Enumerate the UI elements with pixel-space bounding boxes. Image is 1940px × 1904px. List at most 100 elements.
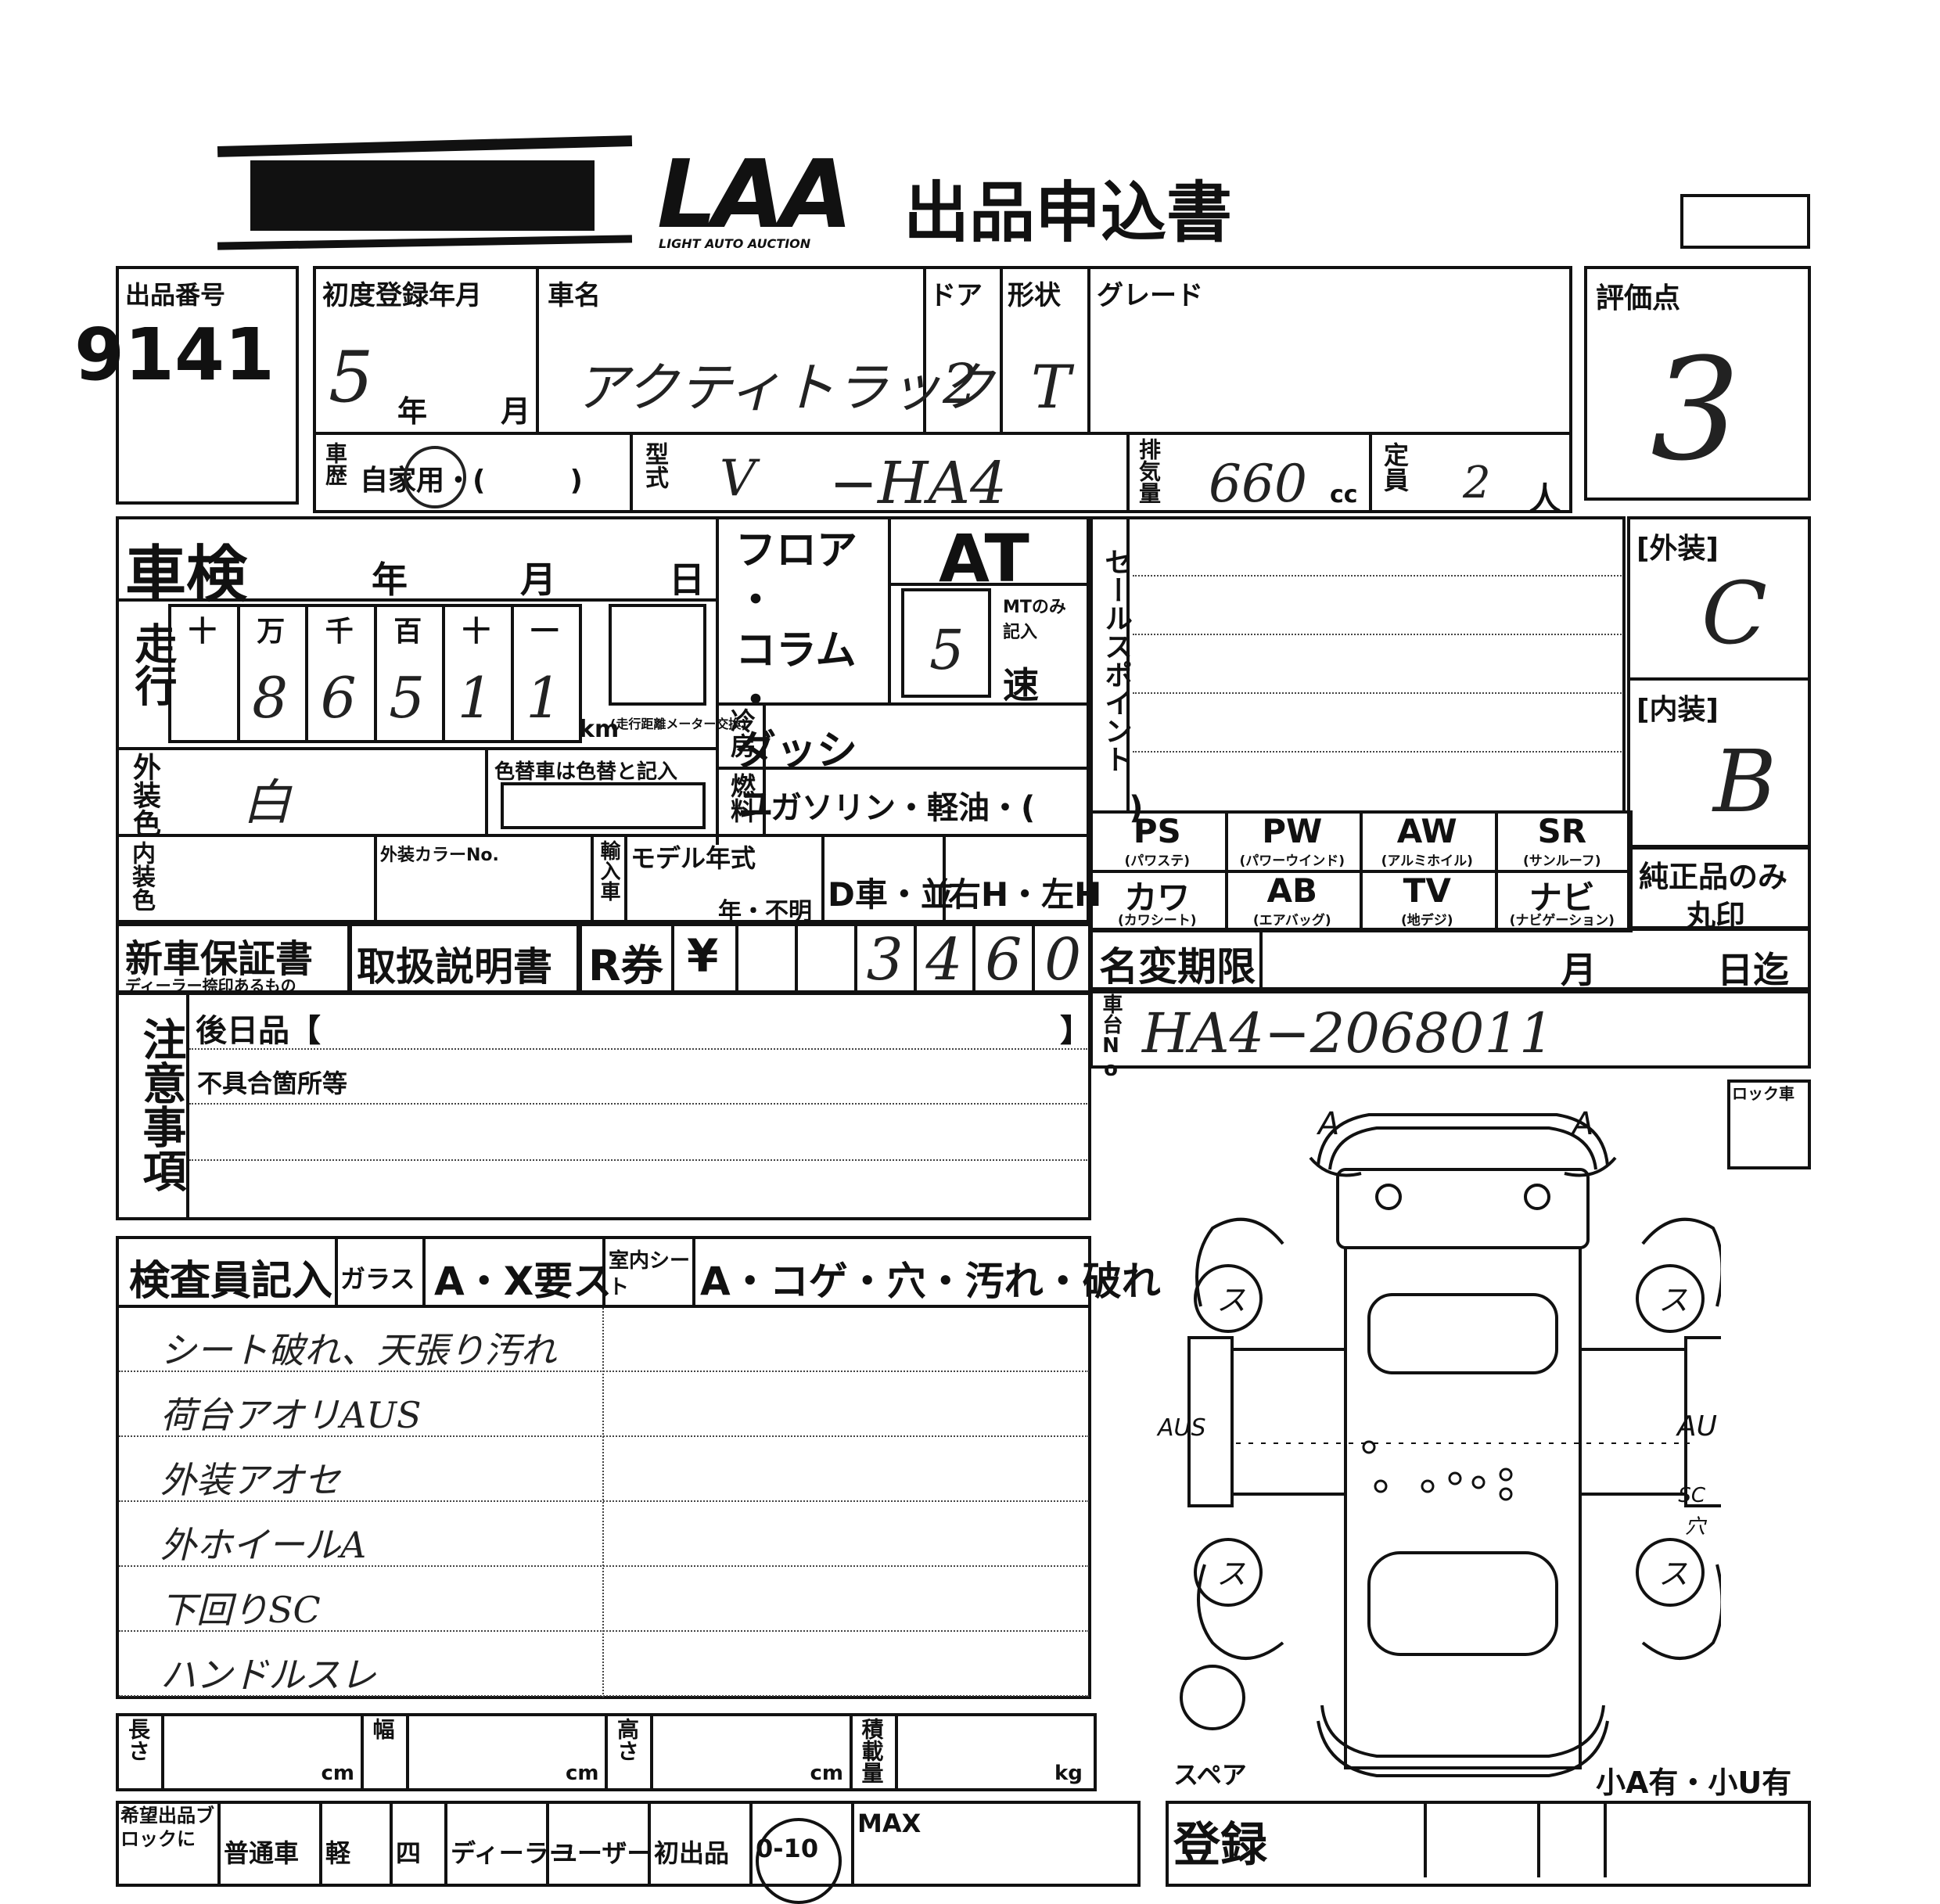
recycle-yen: ¥ <box>687 929 719 983</box>
model-label: 型式 <box>641 442 668 489</box>
equipment-grid: PS(パワステ)PW(パワーウインド)AW(アルミホイル)SR(サンルーフ)カワ… <box>1090 810 1633 932</box>
glass-options: A・X要ス <box>434 1259 613 1304</box>
door-value: 2 <box>943 352 978 416</box>
inspector-line <box>119 1435 1089 1437</box>
import-label: 輸入車 <box>597 840 620 901</box>
name-change-tsuki: 月 <box>1561 949 1597 991</box>
ext-color-value: 白 <box>242 774 292 831</box>
recycle-digit-divider <box>972 923 976 993</box>
lot-number: 9141 <box>74 313 275 397</box>
laa-logo-text: LAA <box>657 153 848 250</box>
first-reg-tsuki: 月 <box>501 394 531 429</box>
main-top-box <box>313 266 1572 513</box>
dimension-divider <box>894 1713 898 1791</box>
notes-line <box>189 1048 1087 1050</box>
equipment-code: SR <box>1537 812 1587 850</box>
bottom-cell-divider <box>851 1801 854 1887</box>
mileage-digit-label: 十 <box>188 616 217 648</box>
equipment-code: ナビ <box>1529 878 1595 917</box>
chassis-box <box>1090 990 1811 1069</box>
equipment-sub: (サンルーフ) <box>1522 853 1601 869</box>
handle-side: 右H・左H <box>948 875 1102 914</box>
interior-options: A・コゲ・穴・汚れ・破れ <box>700 1259 1161 1304</box>
notes-later-close: 】 <box>1060 1013 1091 1049</box>
sales-line <box>1133 575 1622 577</box>
dimension-label: 高さ <box>614 1718 640 1762</box>
laa-logo: LAA LIGHT AUTO AUCTION <box>657 153 853 251</box>
inspector-line <box>119 1630 1089 1632</box>
row-divider <box>116 834 1090 837</box>
recycle-digit: 6 <box>985 926 1022 993</box>
equipment-sub: (カワシート) <box>1117 913 1197 929</box>
ext-color-label: 外装色 <box>128 753 160 837</box>
inspector-col-line <box>602 1308 604 1697</box>
color-change-box <box>501 782 706 829</box>
equipment-code: カワ <box>1124 878 1191 917</box>
dimension-unit: cm <box>321 1762 355 1785</box>
car-name-label: 車名 <box>548 280 601 311</box>
equipment-sub: (エアバッグ) <box>1252 913 1331 929</box>
displacement-label: 排気量 <box>1136 438 1162 504</box>
col-divider <box>536 266 539 432</box>
shape-value: T <box>1031 352 1071 422</box>
mark-su-1: ス <box>1216 1283 1246 1317</box>
first-reg-year: 5 <box>329 336 374 419</box>
interior-grade-value: B <box>1713 731 1777 832</box>
header-rule-bottom <box>217 235 633 250</box>
score-box <box>1584 266 1811 501</box>
usage-label: 車歴 <box>322 442 348 486</box>
col-divider <box>716 516 719 845</box>
dimension-divider <box>650 1713 653 1791</box>
dimension-cell <box>849 1713 1097 1791</box>
bottom-cell-label: 四 <box>396 1838 422 1868</box>
mark-su-4: ス <box>1658 1557 1688 1591</box>
mark-ana: 穴 <box>1685 1515 1708 1539</box>
corner-box <box>1680 194 1810 249</box>
sales-line <box>1133 692 1622 694</box>
small-items: 小A有・小U有 <box>1596 1766 1792 1800</box>
sales-line <box>1133 751 1622 753</box>
shift-options: フロア・コラム・ダッシュ <box>735 527 858 824</box>
mileage-digit-label: 一 <box>530 616 559 648</box>
chassis-label: 車台No <box>1099 993 1123 1081</box>
genuine-only-line1: 純正品のみ <box>1639 860 1788 894</box>
grade-label: グレード <box>1097 280 1203 311</box>
bottom-cell-divider <box>319 1801 322 1887</box>
displacement-value: 660 <box>1209 454 1307 514</box>
mileage-digit-label: 千 <box>325 616 354 648</box>
shift-speeds: 5 <box>929 618 965 682</box>
inspector-line <box>119 1565 1089 1567</box>
name-change-box <box>1090 928 1811 990</box>
mileage-digit-label: 十 <box>462 616 490 648</box>
inspector-line <box>119 1371 1089 1372</box>
bottom-block-label: 希望出品ブロックに <box>120 1805 214 1850</box>
bottom-cell-label: MAX <box>857 1809 922 1838</box>
interior-seat-label: 室内シート <box>609 1249 691 1299</box>
inspection-tsuki: 月 <box>520 559 556 601</box>
equipment-cell <box>1494 870 1633 932</box>
dimension-label: 幅 <box>369 1718 396 1740</box>
genuine-only-line2: 丸印 <box>1686 899 1746 933</box>
row-divider <box>888 583 1090 586</box>
recycle-digit-divider <box>794 923 798 993</box>
mileage-digit-value: 8 <box>252 665 289 731</box>
mileage-digit-value: 6 <box>320 665 357 731</box>
model-prefix: V <box>720 450 756 508</box>
mileage-unit: km <box>579 716 620 743</box>
recycle-digit-divider <box>735 923 738 993</box>
col-divider <box>624 835 627 923</box>
score-label: 評価点 <box>1596 282 1681 314</box>
row-divider <box>716 702 1090 706</box>
door-label: ドア <box>929 280 983 311</box>
dimension-label: 積載量 <box>858 1718 885 1784</box>
equipment-code: PS <box>1133 812 1181 850</box>
bottom-cell-divider <box>444 1801 447 1887</box>
mt-note: MTのみ記入 <box>1003 598 1066 642</box>
capacity-label: 定員 <box>1380 442 1410 492</box>
dimension-unit: kg <box>1054 1762 1083 1785</box>
mark-su-2: ス <box>1658 1283 1688 1317</box>
bottom-cell-label: 初出品 <box>654 1838 730 1868</box>
ext-color-change-note: 色替車は色替と記入 <box>494 760 678 784</box>
inspector-note: 荷台アオリAUS <box>160 1394 422 1436</box>
